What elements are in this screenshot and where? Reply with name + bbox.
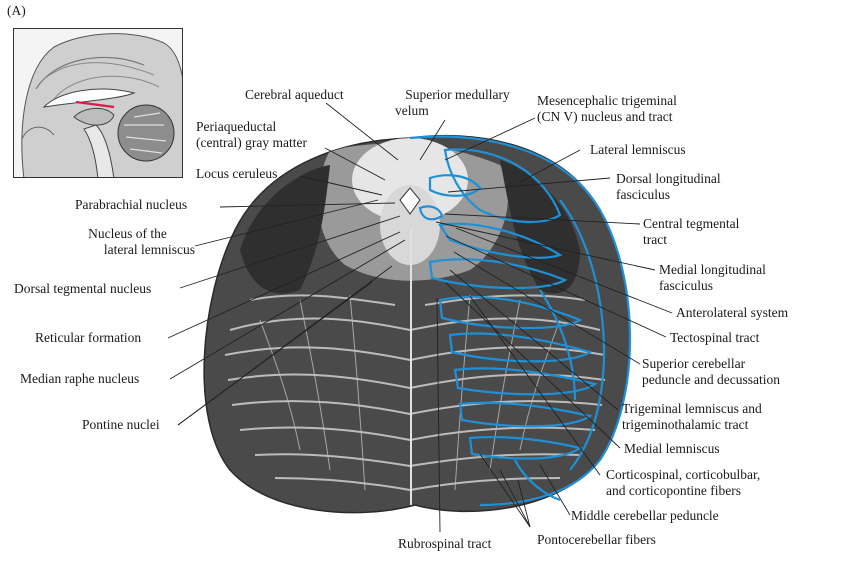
label-central-tegmental-line1: Central tegmental [643, 216, 739, 232]
label-parabrachial-nucleus: Parabrachial nucleus [75, 197, 187, 213]
label-dorsal-tegmental-nucleus: Dorsal tegmental nucleus [14, 281, 151, 297]
label-periaqueductal-gray: Periaqueductal (central) gray matter [196, 119, 307, 151]
label-trigeminal-lemniscus-line1: Trigeminal lemniscus and [622, 401, 762, 417]
label-medial-longitudinal-line2: fasciculus [659, 278, 766, 294]
label-corticospinal-fibers: Corticospinal, corticobulbar, and cortic… [606, 467, 760, 499]
label-dorsal-longitudinal-fasciculus: Dorsal longitudinal fasciculus [616, 171, 721, 203]
label-central-tegmental-line2: tract [643, 232, 739, 248]
label-corticospinal-line1: Corticospinal, corticobulbar, [606, 467, 760, 483]
label-reticular-formation: Reticular formation [35, 330, 141, 346]
label-central-tegmental-tract: Central tegmental tract [643, 216, 739, 248]
label-pontocerebellar-fibers: Pontocerebellar fibers [537, 532, 656, 548]
label-trigeminal-lemniscus-line2: trigeminothalamic tract [622, 417, 762, 433]
label-superior-medullary-velum: Superior medullary velum [390, 87, 525, 119]
label-corticospinal-line2: and corticopontine fibers [606, 483, 760, 499]
label-medial-lemniscus: Medial lemniscus [624, 441, 720, 457]
label-medial-longitudinal-line1: Medial longitudinal [659, 262, 766, 278]
label-superior-cerebellar-peduncle: Superior cerebellar peduncle and decussa… [642, 356, 780, 388]
label-nucleus-lateral-lemniscus-line2: lateral lemniscus [60, 242, 195, 258]
label-tectospinal-tract: Tectospinal tract [670, 330, 759, 346]
label-lateral-lemniscus: Lateral lemniscus [590, 142, 686, 158]
label-superior-cerebellar-line1: Superior cerebellar [642, 356, 780, 372]
label-rubrospinal-tract: Rubrospinal tract [398, 536, 491, 552]
label-pontine-nuclei: Pontine nuclei [82, 417, 160, 433]
label-superior-medullary-velum-line1: Superior medullary [390, 87, 525, 103]
label-median-raphe-nucleus: Median raphe nucleus [20, 371, 139, 387]
label-periaqueductal-line2: (central) gray matter [196, 135, 307, 151]
label-mesencephalic-line1: Mesencephalic trigeminal [537, 93, 677, 109]
label-dorsal-longitudinal-line2: fasciculus [616, 187, 721, 203]
label-cerebral-aqueduct: Cerebral aqueduct [245, 87, 344, 103]
label-superior-medullary-velum-line2: velum [390, 103, 525, 119]
label-trigeminal-lemniscus: Trigeminal lemniscus and trigeminothalam… [622, 401, 762, 433]
label-mesencephalic-line2: (CN V) nucleus and tract [537, 109, 677, 125]
label-dorsal-longitudinal-line1: Dorsal longitudinal [616, 171, 721, 187]
label-nucleus-lateral-lemniscus: Nucleus of the lateral lemniscus [60, 226, 195, 258]
label-medial-longitudinal-fasciculus: Medial longitudinal fasciculus [659, 262, 766, 294]
label-superior-cerebellar-line2: peduncle and decussation [642, 372, 780, 388]
label-mesencephalic-trigeminal: Mesencephalic trigeminal (CN V) nucleus … [537, 93, 677, 125]
label-middle-cerebellar-peduncle: Middle cerebellar peduncle [571, 508, 719, 524]
label-locus-ceruleus: Locus ceruleus [196, 166, 277, 182]
label-nucleus-lateral-lemniscus-line1: Nucleus of the [60, 226, 195, 242]
label-periaqueductal-line1: Periaqueductal [196, 119, 307, 135]
label-anterolateral-system: Anterolateral system [676, 305, 788, 321]
